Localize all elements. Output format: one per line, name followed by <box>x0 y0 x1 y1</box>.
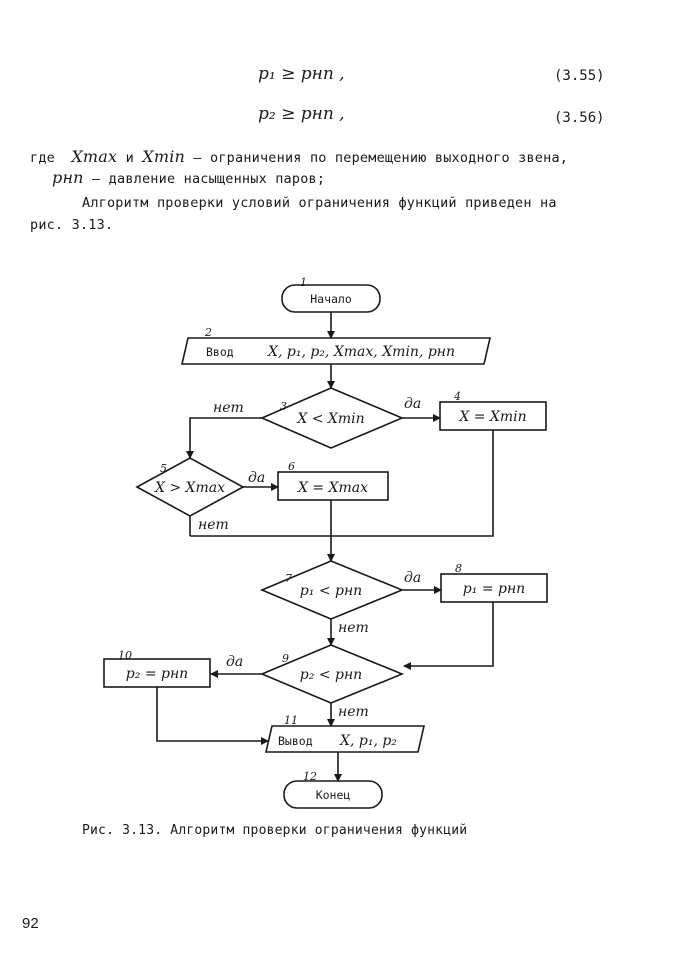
block-number-6: 6 <box>288 460 295 473</box>
block-number-8: 8 <box>455 562 462 575</box>
equation-3-55: p₁ ≥ pнп , <box>258 64 345 84</box>
pnp-line: pнп – давление насыщенных паров; <box>52 168 325 187</box>
proc10-label: p₂ = pнп <box>126 666 188 682</box>
branch-yes-7: да <box>404 570 421 586</box>
where-line: где Xmax и Xmin – ограничения по перемещ… <box>30 147 568 166</box>
paragraph-line-1: Алгоритм проверки условий ограничения фу… <box>82 195 557 211</box>
proc6-label: X = Xmax <box>297 480 368 496</box>
where-prefix: где <box>30 150 55 166</box>
block-number-11: 11 <box>284 714 298 727</box>
block-number-10: 10 <box>118 649 132 662</box>
branch-yes-3: да <box>404 396 421 412</box>
equation-3-56: p₂ ≥ pнп , <box>258 104 345 124</box>
output-label: Вывод <box>278 734 313 748</box>
cond7-label: p₁ < pнп <box>300 583 362 599</box>
block-number-5: 5 <box>160 462 167 475</box>
cond9-label: p₂ < pнп <box>300 667 362 683</box>
block-number-12: 12 <box>303 770 317 783</box>
cond3-label: X < Xmin <box>296 411 364 427</box>
proc8-label: p₁ = pнп <box>463 581 525 597</box>
page-number: 92 <box>22 915 39 932</box>
block-number-2: 2 <box>204 326 212 339</box>
pnp-rest: – давление насыщенных паров; <box>92 171 326 187</box>
branch-yes-9: да <box>226 654 243 670</box>
equation-number-3-55: (3.55) <box>554 68 605 84</box>
block-number-4: 4 <box>453 390 461 403</box>
pnp-symbol: pнп <box>52 168 84 187</box>
branch-no-5: нет <box>198 517 229 533</box>
paragraph-line-2: рис. 3.13. <box>30 217 114 233</box>
cond5-label: X > Xmax <box>154 480 225 496</box>
where-rest: – ограничения по перемещению выходного з… <box>193 150 569 166</box>
decision-9 <box>259 644 405 704</box>
branch-no-7: нет <box>338 620 369 636</box>
figure-caption: Рис. 3.13. Алгоритм проверки ограничения… <box>82 823 468 838</box>
block-number-1: 1 <box>300 276 307 289</box>
xmin-symbol: Xmin <box>142 147 186 166</box>
start-label: Начало <box>310 292 352 306</box>
block-number-9: 9 <box>282 652 289 665</box>
output-vars: X, p₁, p₂ <box>339 733 397 749</box>
input-block <box>180 337 492 365</box>
proc4-label: X = Xmin <box>458 409 526 425</box>
end-label: Конец <box>316 788 351 802</box>
xmax-symbol: Xmax <box>71 147 118 166</box>
block-number-7: 7 <box>285 572 292 585</box>
branch-no-9: нет <box>338 704 369 720</box>
block-number-3: 3 <box>280 400 287 413</box>
input-vars: X, p₁, p₂, Xmax, Xmin, pнп <box>267 344 455 360</box>
end-terminator <box>283 780 383 809</box>
branch-no-3: нет <box>213 400 244 416</box>
equation-number-3-56: (3.56) <box>554 110 605 126</box>
branch-yes-5: да <box>248 470 265 486</box>
and-word: и <box>125 150 134 166</box>
input-label: Ввод <box>206 345 234 359</box>
